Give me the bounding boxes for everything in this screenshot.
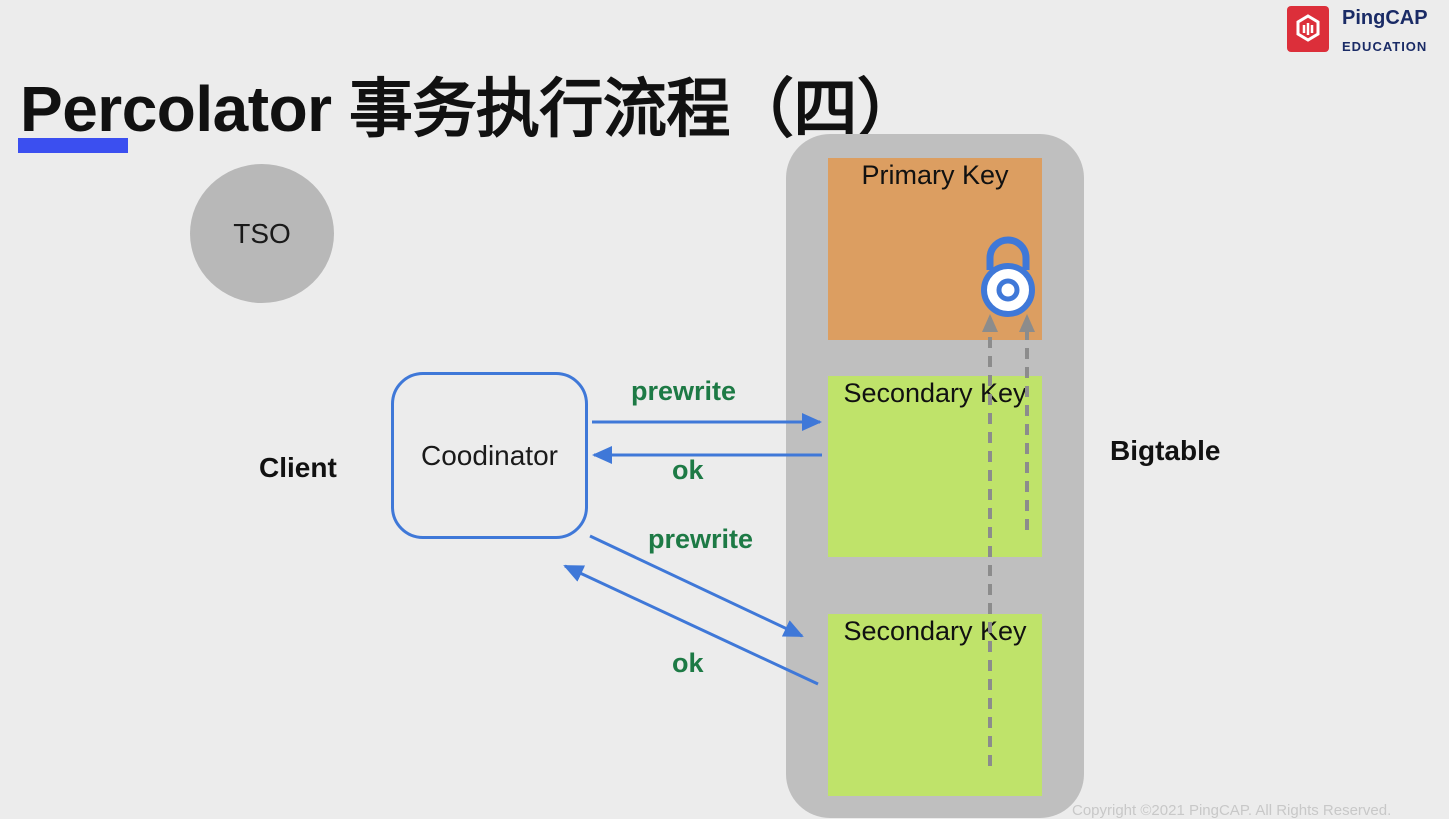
ok-label-2: ok <box>672 648 704 678</box>
primary-key-label: Primary Key <box>861 160 1009 190</box>
secondary-key-cell-2: Secondary Key <box>828 614 1042 796</box>
coordinator-node: Coodinator <box>391 372 588 539</box>
slide-title: Percolator 事务执行流程（四） <box>20 73 921 145</box>
copyright-text: Copyright ©2021 PingCAP. All Rights Rese… <box>1072 802 1392 819</box>
brand-subtitle: EDUCATION <box>1342 39 1428 54</box>
prewrite-label-1: prewrite <box>631 376 737 406</box>
prewrite-label-2: prewrite <box>648 524 754 554</box>
client-label: Client <box>259 452 337 483</box>
bigtable-label: Bigtable <box>1110 435 1221 466</box>
secondary-key-cell-1: Secondary Key <box>828 376 1042 557</box>
pingcap-logo-icon <box>1287 6 1329 52</box>
ok-label-1: ok <box>672 455 704 485</box>
title-underline <box>18 138 128 153</box>
secondary-key-label-2: Secondary Key <box>843 616 1027 646</box>
prewrite-arrow-2 <box>589 534 804 638</box>
ok-arrow-2 <box>563 564 819 686</box>
tso-node: TSO <box>190 164 334 303</box>
brand-name: PingCAP <box>1342 7 1428 29</box>
lock-icon <box>981 236 1035 317</box>
coordinator-label: Coodinator <box>421 439 558 471</box>
secondary-key-label-1: Secondary Key <box>843 378 1027 408</box>
tso-label: TSO <box>233 217 291 249</box>
